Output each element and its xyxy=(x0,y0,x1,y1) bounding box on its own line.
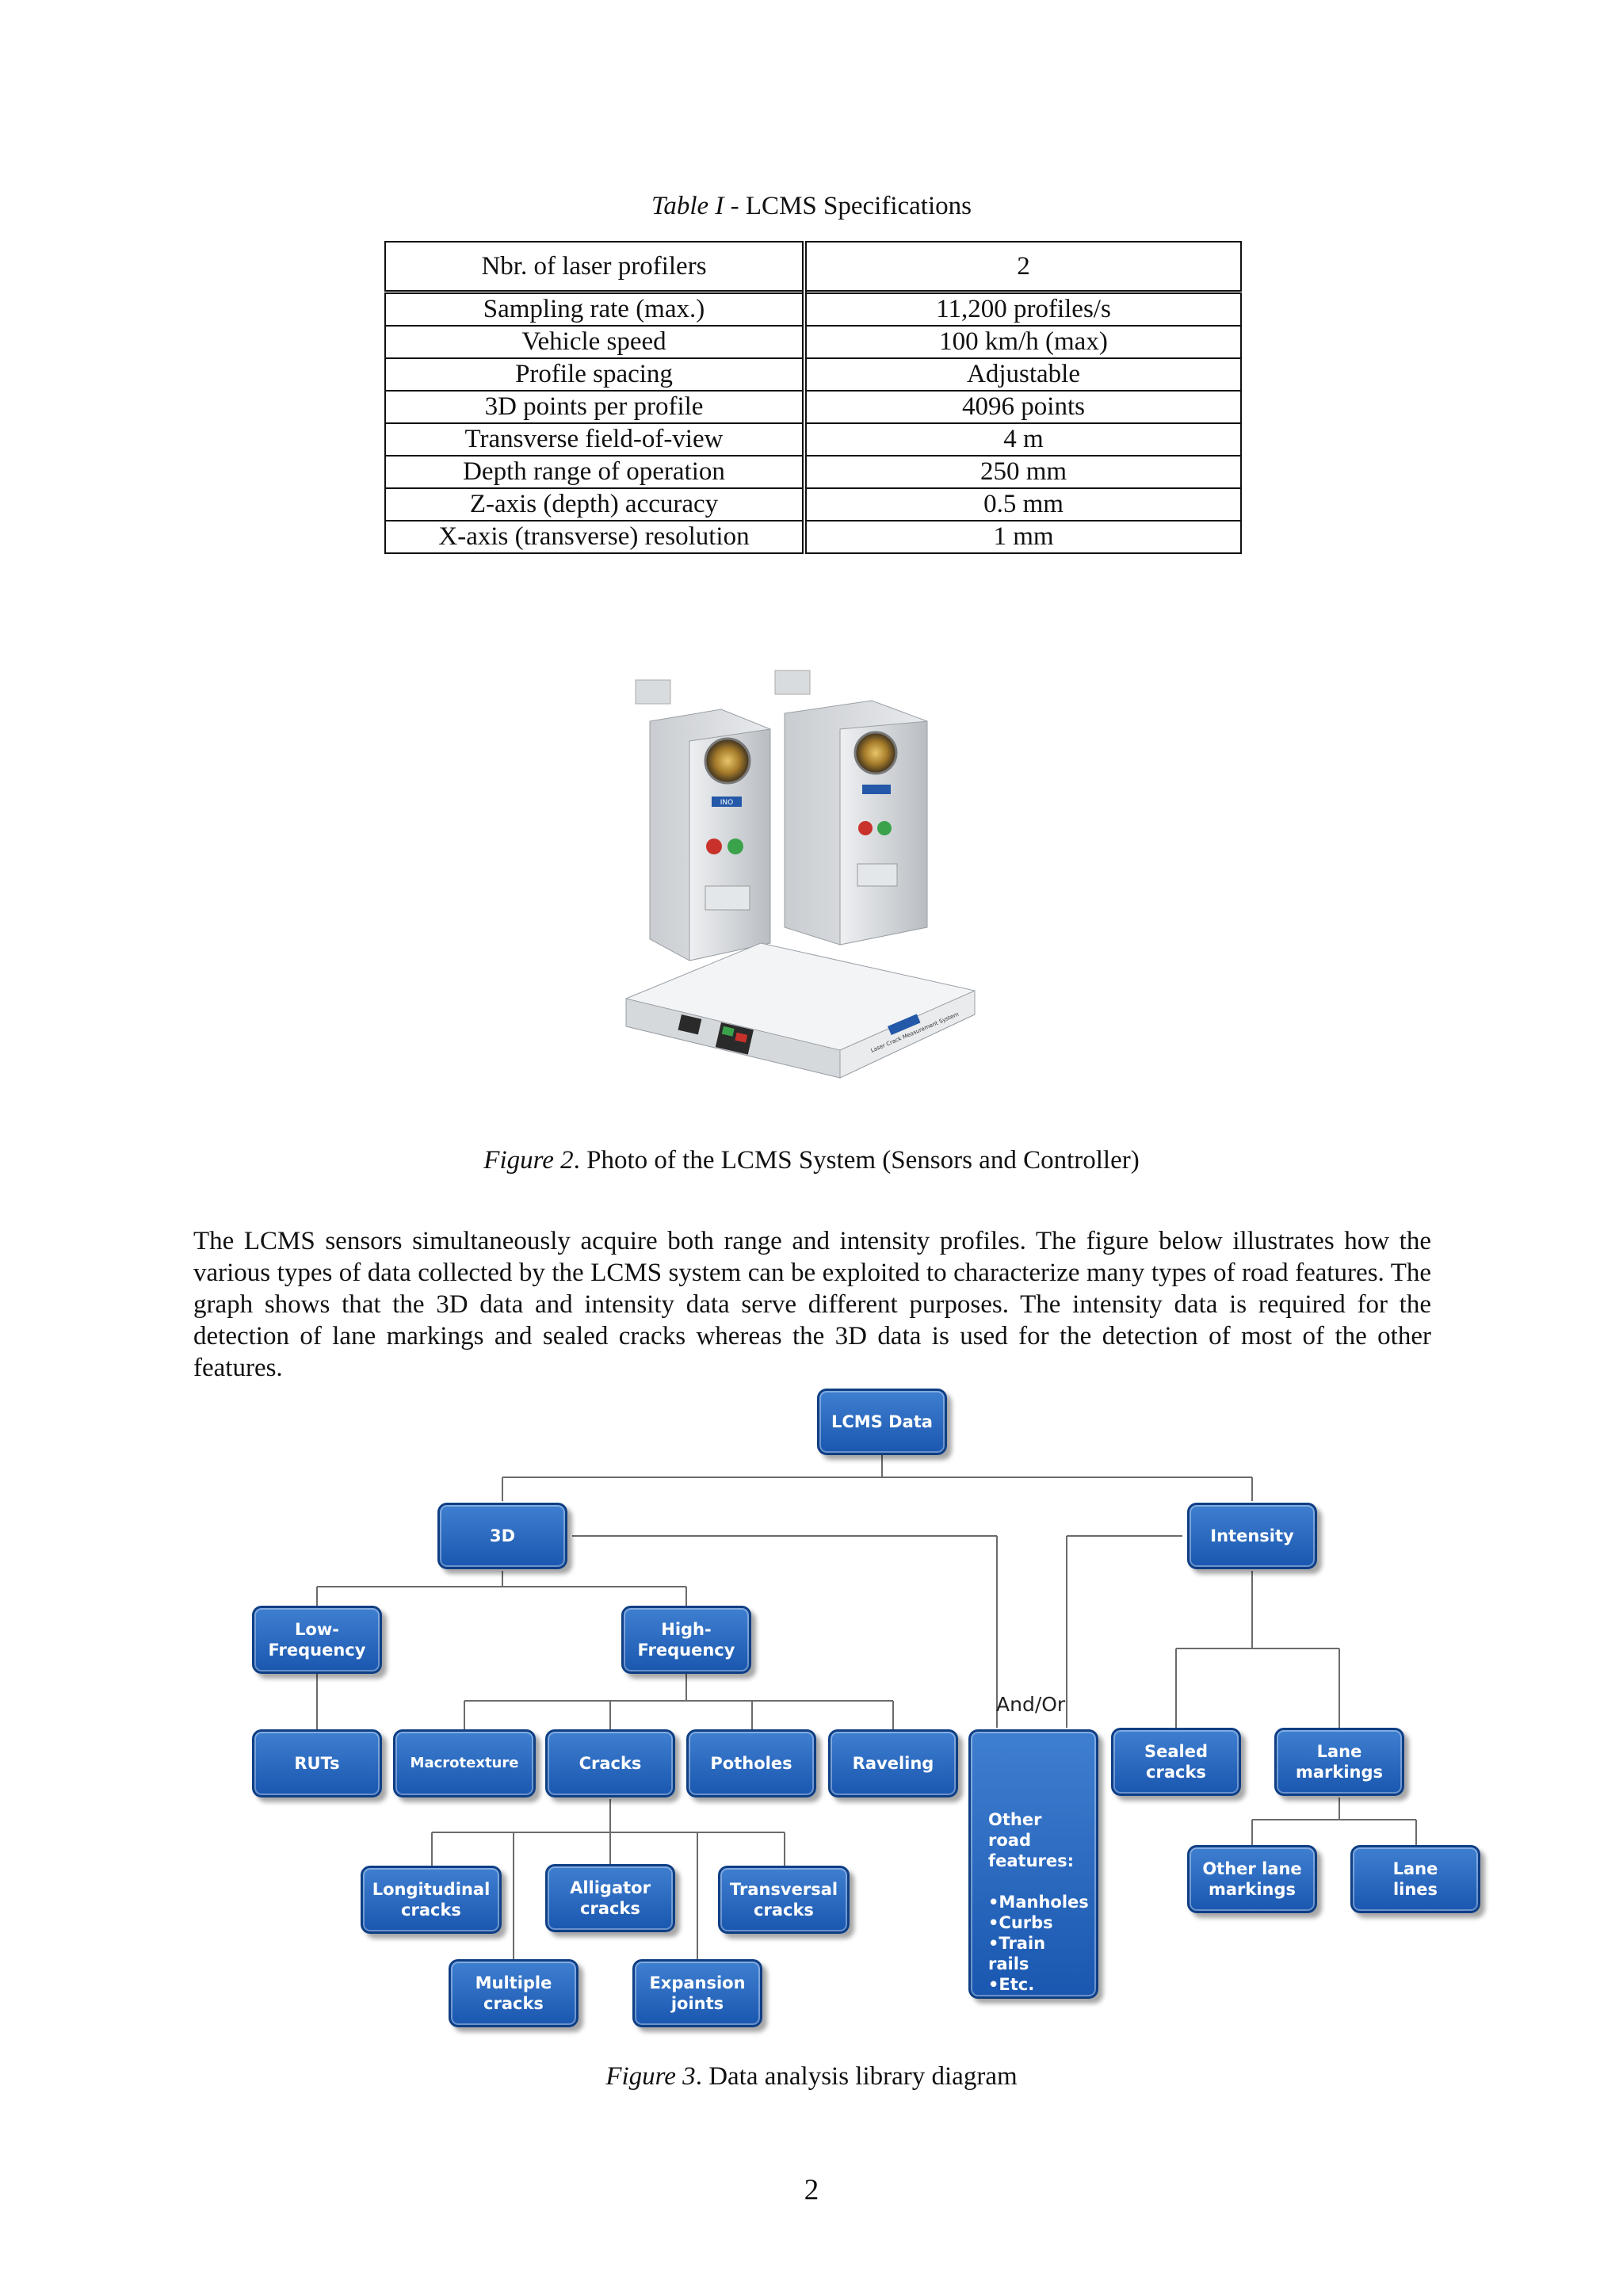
table-caption-title: - LCMS Specifications xyxy=(724,192,972,220)
node-other-road-features: Other road features: •Manholes •Curbs •T… xyxy=(968,1729,1098,1999)
table-row: 3D points per profile 4096 points xyxy=(384,390,1242,424)
spec-name: Sampling rate (max.) xyxy=(384,291,807,327)
node-low-frequency: Low- Frequency xyxy=(252,1606,382,1674)
spec-name: Transverse field-of-view xyxy=(384,422,807,457)
table-caption-label: Table I xyxy=(651,192,724,220)
specifications-table: Nbr. of laser profilers 2 Sampling rate … xyxy=(384,241,1242,554)
node-high-frequency: High- Frequency xyxy=(621,1606,751,1674)
spec-name: Profile spacing xyxy=(384,357,807,392)
table-row: Depth range of operation 250 mm xyxy=(384,455,1242,489)
spec-value: 0.5 mm xyxy=(804,487,1242,521)
spec-value: 2 xyxy=(804,241,1242,294)
figure2-caption-title: . Photo of the LCMS System (Sensors and … xyxy=(573,1146,1140,1175)
node-lane-markings: Lane markings xyxy=(1274,1728,1404,1796)
node-longitudinal-cracks: Longitudinal cracks xyxy=(361,1866,502,1934)
node-other-lane-markings: Other lane markings xyxy=(1187,1845,1317,1913)
spec-value: 1 mm xyxy=(804,520,1242,554)
node-expansion-joints: Expansion joints xyxy=(632,1959,762,2027)
node-3d: 3D xyxy=(437,1503,567,1569)
node-transversal-cracks: Transversal cracks xyxy=(718,1866,850,1934)
figure3-caption: Figure 3. Data analysis library diagram xyxy=(0,2062,1623,2092)
node-alligator-cracks: Alligator cracks xyxy=(545,1864,675,1932)
table-row: Nbr. of laser profilers 2 xyxy=(384,241,1242,294)
figure2-caption-label: Figure 2 xyxy=(483,1146,574,1175)
diagram-connectors xyxy=(316,1447,1417,1959)
controller-unit: Laser Crack Measurement System xyxy=(625,942,976,1079)
spec-name: Z-axis (depth) accuracy xyxy=(384,487,807,521)
lcms-system-photo: INO Laser Crack Measurement System xyxy=(625,670,976,1079)
spec-value: 11,200 profiles/s xyxy=(804,291,1242,327)
spec-value: 250 mm xyxy=(804,455,1242,489)
node-cracks: Cracks xyxy=(545,1729,675,1797)
spec-name: Depth range of operation xyxy=(384,455,807,489)
body-paragraph: The LCMS sensors simultaneously acquire … xyxy=(193,1227,1431,1382)
and-or-label: And/Or xyxy=(996,1693,1066,1716)
figure2-caption: Figure 2. Photo of the LCMS System (Sens… xyxy=(0,1146,1623,1175)
spec-value: Adjustable xyxy=(804,357,1242,392)
table-row: Sampling rate (max.) 11,200 profiles/s xyxy=(384,291,1242,327)
node-multiple-cracks: Multiple cracks xyxy=(449,1959,579,2027)
figure3-caption-title: . Data analysis library diagram xyxy=(695,2062,1018,2091)
spec-name: Vehicle speed xyxy=(384,325,807,359)
node-ruts: RUTs xyxy=(252,1729,382,1797)
node-potholes: Potholes xyxy=(686,1729,816,1797)
node-lane-lines: Lane lines xyxy=(1350,1845,1480,1913)
table-caption: Table I - LCMS Specifications xyxy=(0,192,1623,221)
svg-text:INO: INO xyxy=(720,799,733,807)
spec-value: 100 km/h (max) xyxy=(804,325,1242,359)
table-row: Transverse field-of-view 4 m xyxy=(384,422,1242,457)
sensor-right xyxy=(774,670,928,946)
table-row: Z-axis (depth) accuracy 0.5 mm xyxy=(384,487,1242,521)
node-macrotexture: Macrotexture xyxy=(393,1729,536,1797)
data-analysis-diagram: And/Or LCMS Data 3D Intensity Low- Frequ… xyxy=(0,1379,1623,2053)
sensor-left: INO xyxy=(635,679,771,961)
table-row: X-axis (transverse) resolution 1 mm xyxy=(384,520,1242,554)
node-raveling: Raveling xyxy=(828,1729,958,1797)
node-sealed-cracks: Sealed cracks xyxy=(1111,1728,1241,1796)
spec-name: 3D points per profile xyxy=(384,390,807,424)
node-lcms-data: LCMS Data xyxy=(817,1389,947,1455)
node-intensity: Intensity xyxy=(1187,1503,1317,1569)
figure3-caption-label: Figure 3 xyxy=(605,2062,696,2091)
spec-name: X-axis (transverse) resolution xyxy=(384,520,807,554)
table-row: Profile spacing Adjustable xyxy=(384,357,1242,392)
spec-value: 4 m xyxy=(804,422,1242,457)
spec-value: 4096 points xyxy=(804,390,1242,424)
page-number: 2 xyxy=(804,2174,819,2206)
spec-name: Nbr. of laser profilers xyxy=(384,241,807,294)
table-row: Vehicle speed 100 km/h (max) xyxy=(384,325,1242,359)
